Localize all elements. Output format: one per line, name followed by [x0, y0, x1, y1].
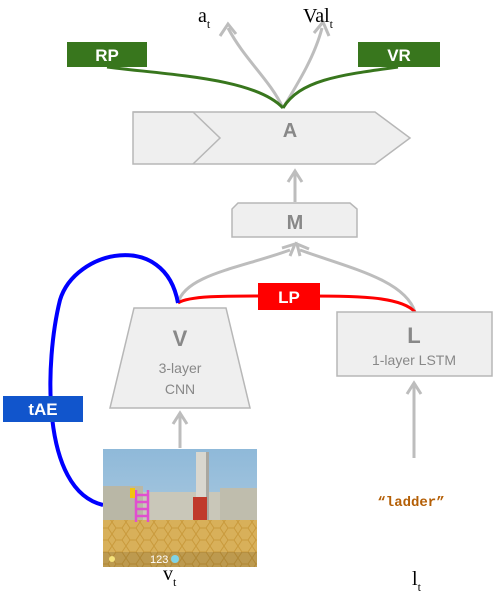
vision-module: V 3-layer CNN [109, 307, 251, 409]
game-frame-image: 123 [103, 449, 257, 567]
arrowhead-value [312, 19, 331, 37]
lp-label: LP [278, 288, 300, 307]
vision-module-letter: V [173, 326, 188, 351]
arrowhead-m-to-a [286, 168, 304, 183]
vr-badge: VR [358, 42, 440, 67]
rp-connector-line [106, 65, 285, 110]
rp-badge: RP [67, 42, 147, 67]
arrowhead-instruction-to-l [405, 380, 423, 395]
action-module-label: A [283, 120, 297, 142]
action-module-chevron [133, 111, 222, 165]
output-arrows [218, 19, 331, 109]
arrowhead-action [218, 21, 238, 37]
vision-module-line1: 3-layer [159, 360, 202, 376]
mixing-module: M [231, 202, 358, 238]
action-module: A [132, 111, 412, 165]
instruction-input-label: lt [412, 568, 422, 594]
frame-ladder [134, 490, 150, 522]
mixing-module-label: M [287, 212, 304, 234]
vr-label: VR [387, 46, 411, 65]
frame-red-object [193, 497, 207, 521]
arrows-to-m [176, 241, 417, 313]
lp-badge: LP [258, 283, 320, 310]
rp-label: RP [95, 46, 119, 65]
tae-badge: tAE [3, 396, 83, 422]
arrowhead-to-m-right [294, 241, 310, 257]
vision-module-line2: CNN [165, 381, 195, 397]
arrow-to-action [226, 27, 285, 109]
action-output-label: at [198, 5, 211, 31]
arrow-l-to-m [299, 248, 417, 313]
arrowhead-to-m-left [281, 241, 298, 257]
arrowhead-frame-to-v [171, 410, 189, 425]
arrow-v-to-m [176, 248, 291, 304]
language-module: L 1-layer LSTM [336, 311, 493, 377]
frame-hud-counter: 123 [150, 554, 168, 566]
value-output-label: Valt [303, 5, 334, 31]
arrow-to-value [281, 27, 324, 109]
language-module-letter: L [407, 323, 420, 348]
language-module-line1: 1-layer LSTM [372, 352, 456, 368]
tae-connector-line [48, 253, 180, 507]
instruction-text: “ladder” [377, 495, 444, 511]
visual-input-label: vt [163, 563, 177, 589]
tae-label: tAE [28, 400, 57, 419]
vr-connector-line [281, 65, 399, 109]
rp-vr-connectors [106, 65, 399, 110]
